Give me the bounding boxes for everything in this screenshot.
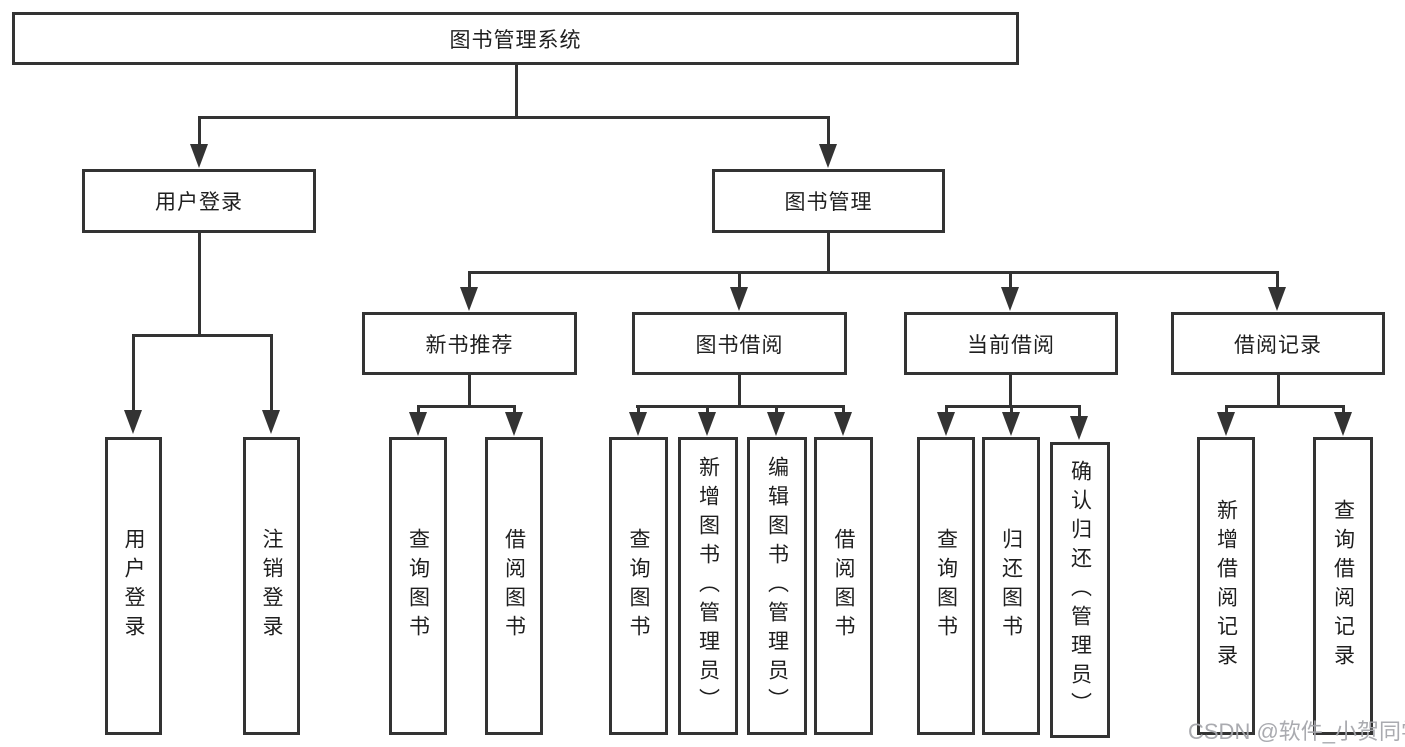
leaf-user-login: 用户登录 — [105, 437, 162, 735]
connector-current-borrow-rail — [945, 405, 1081, 408]
connector-user-login-rail — [132, 334, 273, 337]
connector-new-book-rail — [417, 405, 515, 408]
leaf-bb-borrow: 借阅图书 — [814, 437, 873, 735]
leaf-bb-edit: 编辑图书（管理员） — [747, 437, 807, 735]
leaf-bb-query: 查询图书 — [609, 437, 668, 735]
connector-to-bb-add — [706, 405, 709, 414]
node-new-book: 新书推荐 — [362, 312, 577, 375]
leaf-bb-add-label: 新增图书（管理员） — [696, 455, 720, 717]
leaf-logout-label: 注销登录 — [260, 528, 284, 644]
connector-to-bb-query — [637, 405, 640, 414]
connector-level3-rail — [468, 271, 1278, 274]
arrowhead-cb-return — [1002, 412, 1020, 436]
connector-to-bb-edit — [775, 405, 778, 414]
connector-level2-rail — [198, 116, 830, 119]
node-root: 图书管理系统 — [12, 12, 1019, 65]
connector-to-bb-borrow — [842, 405, 845, 414]
leaf-cb-query-label: 查询图书 — [934, 528, 958, 644]
connector-borrow-record-stub — [1277, 375, 1280, 408]
connector-to-leaf-user-login — [132, 334, 135, 411]
leaf-br-query: 查询借阅记录 — [1313, 437, 1373, 735]
leaf-bb-borrow-label: 借阅图书 — [832, 528, 856, 644]
arrowhead-nb-borrow — [505, 412, 523, 436]
node-book-borrow: 图书借阅 — [632, 312, 847, 375]
connector-to-borrow-record — [1276, 271, 1279, 289]
connector-new-book-stub — [468, 375, 471, 408]
connector-to-new-book — [468, 271, 471, 289]
arrowhead-new-book — [460, 287, 478, 311]
node-new-book-label: 新书推荐 — [425, 333, 514, 357]
leaf-bb-add: 新增图书（管理员） — [678, 437, 738, 735]
arrowhead-br-add — [1217, 412, 1235, 436]
leaf-br-add-label: 新增借阅记录 — [1214, 499, 1238, 673]
connector-book-borrow-stub — [738, 375, 741, 408]
node-book-mgmt-label: 图书管理 — [784, 191, 873, 214]
arrowhead-leaf-user-login — [124, 410, 142, 434]
arrowhead-nb-query — [409, 412, 427, 436]
leaf-cb-return-label: 归还图书 — [999, 528, 1023, 644]
csdn-watermark: CSDN @软件_小贺同学 — [1188, 719, 1405, 744]
arrowhead-br-query — [1334, 412, 1352, 436]
arrowhead-bb-edit — [767, 412, 785, 436]
arrowhead-bb-borrow — [834, 412, 852, 436]
leaf-logout: 注销登录 — [243, 437, 300, 735]
arrowhead-bb-add — [698, 412, 716, 436]
leaf-bb-edit-label: 编辑图书（管理员） — [765, 455, 789, 717]
connector-borrow-record-rail — [1225, 405, 1344, 408]
connector-root-stub — [515, 62, 518, 118]
leaf-user-login-label: 用户登录 — [122, 528, 146, 644]
leaf-nb-borrow-label: 借阅图书 — [502, 528, 526, 644]
arrowhead-bb-query — [629, 412, 647, 436]
connector-to-br-query — [1342, 405, 1345, 414]
node-user-login: 用户登录 — [82, 169, 316, 233]
connector-book-mgmt-stub — [827, 233, 830, 274]
leaf-cb-confirm-label: 确认归还（管理员） — [1068, 459, 1092, 721]
leaf-bb-query-label: 查询图书 — [627, 528, 651, 644]
arrowhead-book-borrow — [730, 287, 748, 311]
arrowhead-borrow-record — [1268, 287, 1286, 311]
connector-current-borrow-stub — [1009, 375, 1012, 408]
connector-to-cb-return — [1010, 405, 1013, 414]
arrowhead-current-borrow — [1001, 287, 1019, 311]
connector-user-login-stub — [198, 233, 201, 336]
arrowhead-book-mgmt — [819, 144, 837, 168]
leaf-cb-return: 归还图书 — [982, 437, 1040, 735]
node-current-borrow-label: 当前借阅 — [967, 333, 1055, 357]
connector-to-cb-query — [945, 405, 948, 414]
leaf-cb-query: 查询图书 — [917, 437, 975, 735]
node-borrow-record: 借阅记录 — [1171, 312, 1385, 375]
node-root-label: 图书管理系统 — [449, 28, 582, 52]
connector-to-leaf-logout — [270, 334, 273, 411]
node-book-borrow-label: 图书借阅 — [695, 333, 784, 357]
leaf-nb-query: 查询图书 — [389, 437, 447, 735]
leaf-cb-confirm: 确认归还（管理员） — [1050, 442, 1110, 738]
connector-to-book-mgmt — [827, 116, 830, 146]
node-user-login-label: 用户登录 — [155, 191, 243, 214]
arrowhead-cb-query — [937, 412, 955, 436]
arrowhead-leaf-logout — [262, 410, 280, 434]
node-borrow-record-label: 借阅记录 — [1234, 333, 1322, 357]
leaf-nb-borrow: 借阅图书 — [485, 437, 543, 735]
connector-to-nb-query — [417, 405, 420, 414]
arrowhead-user-login — [190, 144, 208, 168]
node-current-borrow: 当前借阅 — [904, 312, 1118, 375]
connector-to-br-add — [1225, 405, 1228, 414]
connector-to-current-borrow — [1009, 271, 1012, 289]
connector-to-nb-borrow — [513, 405, 516, 414]
connector-to-user-login — [198, 116, 201, 146]
arrowhead-cb-confirm — [1070, 416, 1088, 440]
leaf-br-query-label: 查询借阅记录 — [1331, 499, 1355, 673]
connector-to-cb-confirm — [1078, 405, 1081, 417]
leaf-br-add: 新增借阅记录 — [1197, 437, 1255, 735]
node-book-mgmt: 图书管理 — [712, 169, 945, 233]
connector-to-book-borrow — [738, 271, 741, 289]
connector-book-borrow-rail — [636, 405, 844, 408]
leaf-nb-query-label: 查询图书 — [406, 528, 430, 644]
